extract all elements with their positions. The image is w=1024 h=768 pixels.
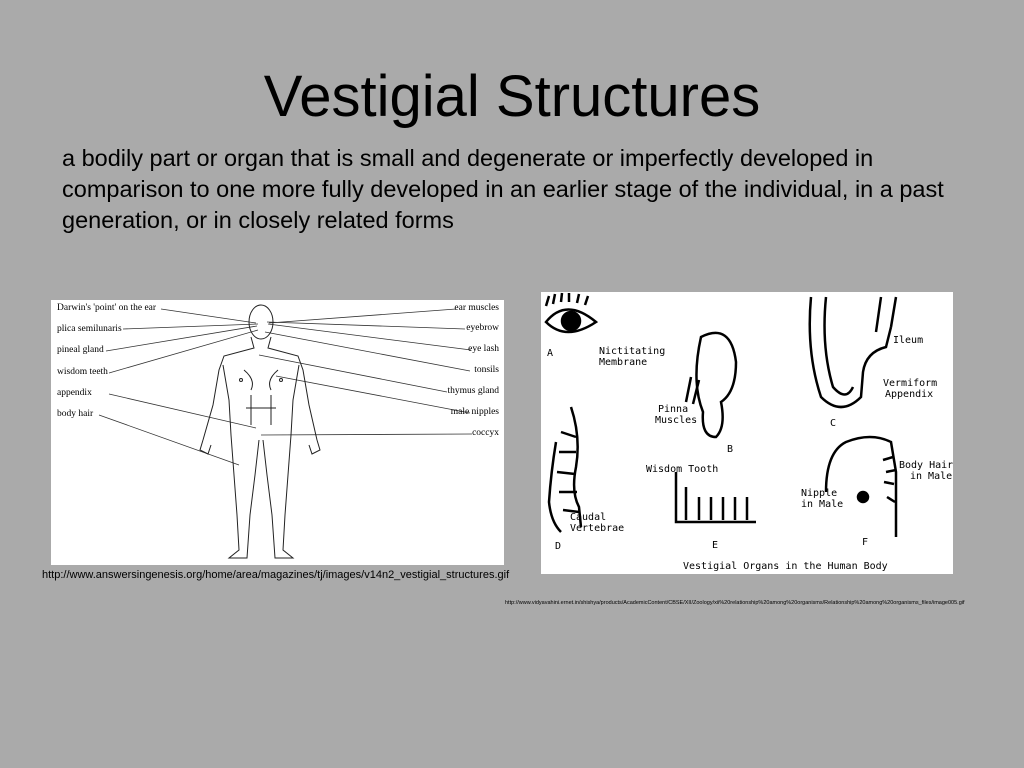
panel-d-letter: D [555, 541, 562, 552]
label-body-hair: body hair [57, 409, 94, 419]
label-membrane: Membrane [599, 357, 648, 368]
label-eye-lash: eye lash [468, 344, 499, 354]
label-plica-semilunaris: plica semilunaris [57, 324, 122, 334]
label-appendix: appendix [57, 388, 92, 398]
figure2-source-link[interactable]: http://www.vidyavahini.ernet.in/shishya/… [505, 600, 965, 606]
label-in-male-1: in Male [801, 499, 844, 510]
figure2-caption: Vestigial Organs in the Human Body [683, 561, 888, 572]
label-caudal: Caudal [570, 512, 607, 523]
label-darwins-point: Darwin's 'point' on the ear [57, 303, 157, 313]
vestigial-organs-diagram: A Nictitating Membrane B Pinna Muscles C… [541, 292, 953, 574]
label-coccyx: coccyx [472, 428, 499, 438]
label-body-hair-f: Body Hair [899, 460, 953, 471]
slide-title: Vestigial Structures [263, 64, 761, 129]
label-in-male-2: in Male [910, 471, 953, 482]
label-wisdom-tooth: Wisdom Tooth [646, 464, 719, 475]
label-nipple: Nipple [801, 488, 838, 499]
figure1-source-link[interactable]: http://www.answersingenesis.org/home/are… [42, 569, 510, 581]
label-nictitating: Nictitating [599, 346, 666, 357]
label-pineal-gland: pineal gland [57, 345, 104, 355]
label-vermiform: Vermiform [883, 378, 938, 389]
label-pinna: Pinna [658, 404, 689, 415]
label-male-nipples: male nipples [450, 407, 499, 417]
label-appendix-c: Appendix [885, 389, 934, 400]
label-muscles: Muscles [655, 415, 698, 426]
label-ear-muscles: ear muscles [454, 303, 499, 313]
label-thymus-gland: thymus gland [447, 386, 499, 396]
human-body-diagram: Darwin's 'point' on the ear plica semilu… [51, 300, 504, 565]
panel-f-letter: F [862, 537, 869, 548]
label-eyebrow: eyebrow [466, 323, 499, 333]
label-tonsils: tonsils [474, 365, 499, 375]
panel-e-letter: E [712, 540, 719, 551]
panel-c-letter: C [830, 418, 837, 429]
label-wisdom-teeth: wisdom teeth [57, 367, 108, 377]
definition-text: a bodily part or organ that is small and… [62, 145, 944, 233]
panel-b-letter: B [727, 444, 734, 455]
label-vertebrae: Vertebrae [570, 523, 625, 534]
panel-a-letter: A [547, 348, 554, 359]
label-ileum: Ileum [893, 335, 924, 346]
